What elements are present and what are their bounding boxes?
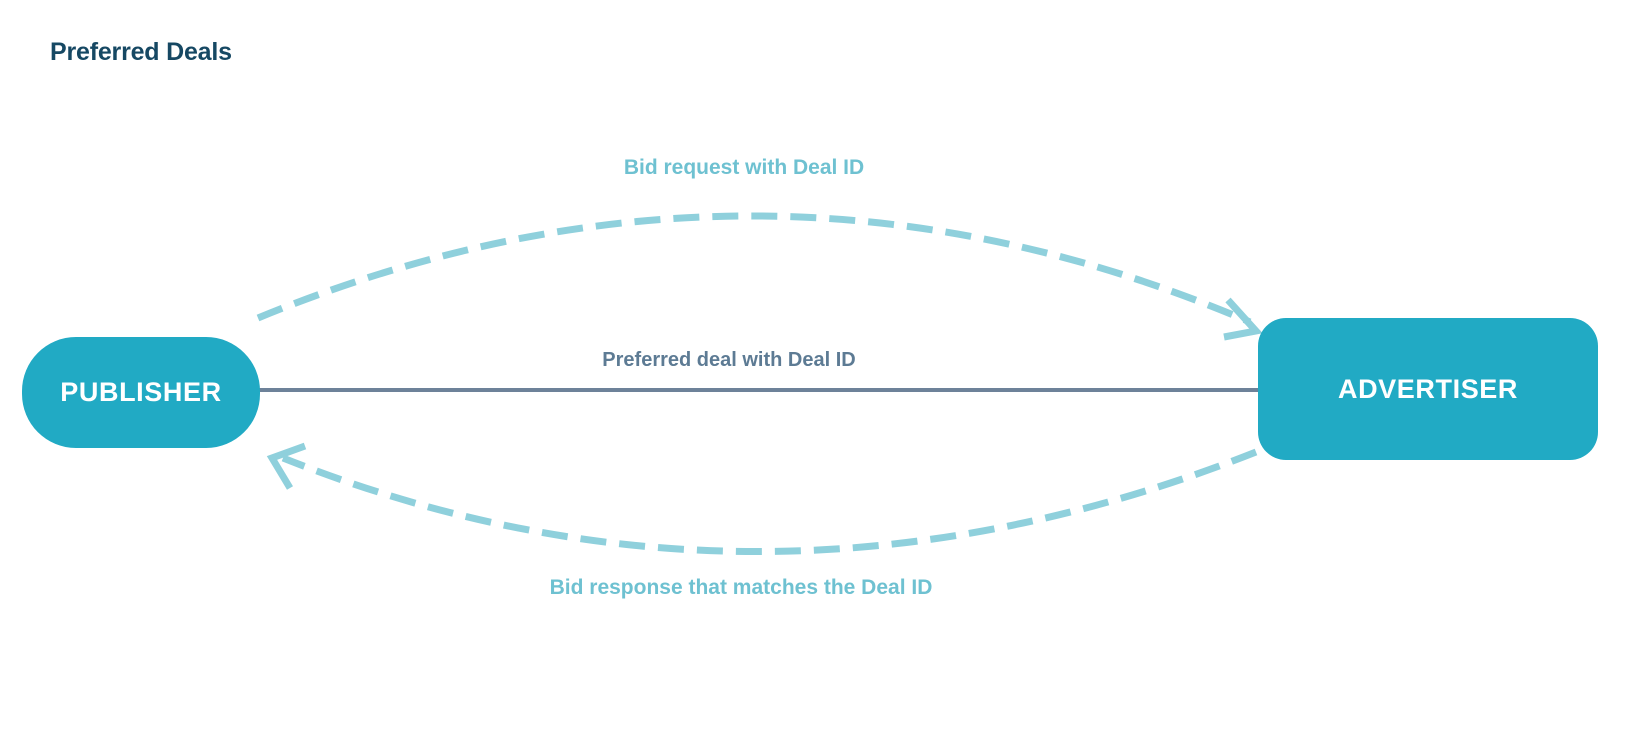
page-title: Preferred Deals — [50, 38, 232, 66]
node-publisher-label: PUBLISHER — [60, 377, 222, 407]
node-advertiser[interactable]: ADVERTISER — [1258, 318, 1598, 460]
bid-response-arrowhead-icon — [266, 442, 307, 490]
bid-response-arrow — [281, 448, 1258, 555]
node-publisher[interactable]: PUBLISHER — [22, 337, 260, 448]
bid-request-arrowhead-icon — [1223, 297, 1263, 341]
node-advertiser-label: ADVERTISER — [1337, 373, 1519, 404]
bid-response-label: Bid response that matches the Deal ID — [549, 576, 933, 599]
bid-request-arrow — [256, 212, 1252, 326]
bid-request-label: Bid request with Deal ID — [623, 156, 865, 179]
preferred-deal-label: Preferred deal with Deal ID — [602, 349, 856, 371]
